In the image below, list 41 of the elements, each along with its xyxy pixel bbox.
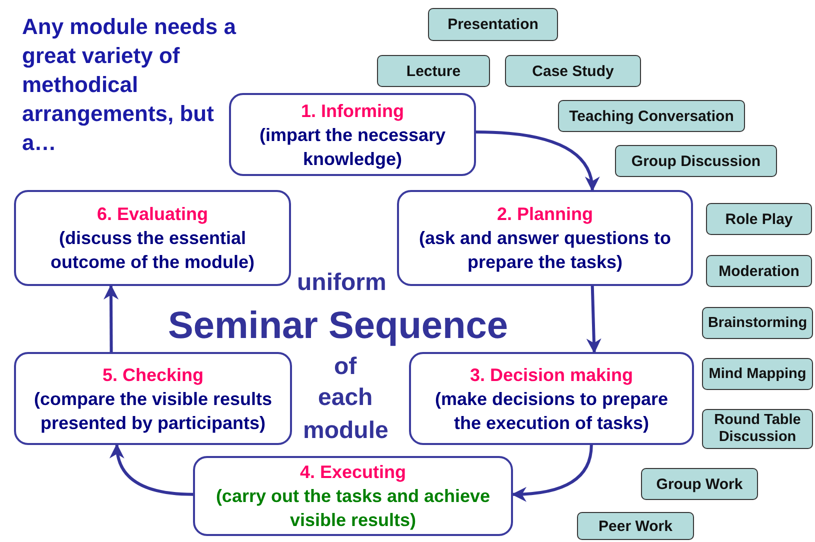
method-box: Case Study <box>505 55 641 87</box>
step-description: (impart the necessary knowledge) <box>258 124 447 170</box>
arrow <box>512 444 593 502</box>
step-title: 2. Planning <box>496 203 593 226</box>
center-text: Seminar Sequence <box>168 307 508 345</box>
diagram-title: Any module needs a great variety of methodical arrangements, but a… <box>22 13 237 157</box>
method-box: Moderation <box>706 255 812 287</box>
center-text: of <box>334 355 357 379</box>
arrow <box>586 286 602 354</box>
arrow <box>476 130 599 192</box>
step-title: 6. Evaluating <box>96 203 208 226</box>
method-box: Presentation <box>428 8 558 41</box>
process-box <box>193 456 513 536</box>
method-box: Lecture <box>377 55 490 87</box>
method-box: Peer Work <box>577 512 694 540</box>
step-title: 4. Executing <box>300 461 406 484</box>
step-description: (make decisions to prepare the execution of tasks) <box>434 388 670 434</box>
method-box: Group Discussion <box>615 145 777 177</box>
method-box: Mind Mapping <box>702 358 813 390</box>
process-box <box>14 352 292 445</box>
step-title: 1. Informing <box>301 100 404 122</box>
center-text: uniform <box>297 271 386 295</box>
method-box: Round Table Discussion <box>702 409 813 449</box>
center-text: module <box>303 419 388 443</box>
arrow <box>110 444 194 496</box>
process-box <box>229 93 476 176</box>
method-box: Brainstorming <box>702 307 813 339</box>
process-box <box>397 190 693 286</box>
center-text: each <box>318 386 373 410</box>
step-description: (compare the visible results presented by participants) <box>32 388 274 434</box>
method-box: Group Work <box>641 468 758 500</box>
step-description: (discuss the essential outcome of the module) <box>50 227 256 274</box>
method-box: Teaching Conversation <box>558 100 745 132</box>
step-description: (ask and answer questions to prepare the tasks) <box>418 227 672 274</box>
step-description: (carry out the tasks and achieve visible results) <box>214 485 492 532</box>
arrow <box>104 284 119 352</box>
process-box <box>14 190 291 286</box>
step-title: 3. Decision making <box>470 364 634 386</box>
process-box <box>409 352 694 445</box>
step-title: 5. Checking <box>102 364 204 386</box>
method-box: Role Play <box>706 203 812 235</box>
